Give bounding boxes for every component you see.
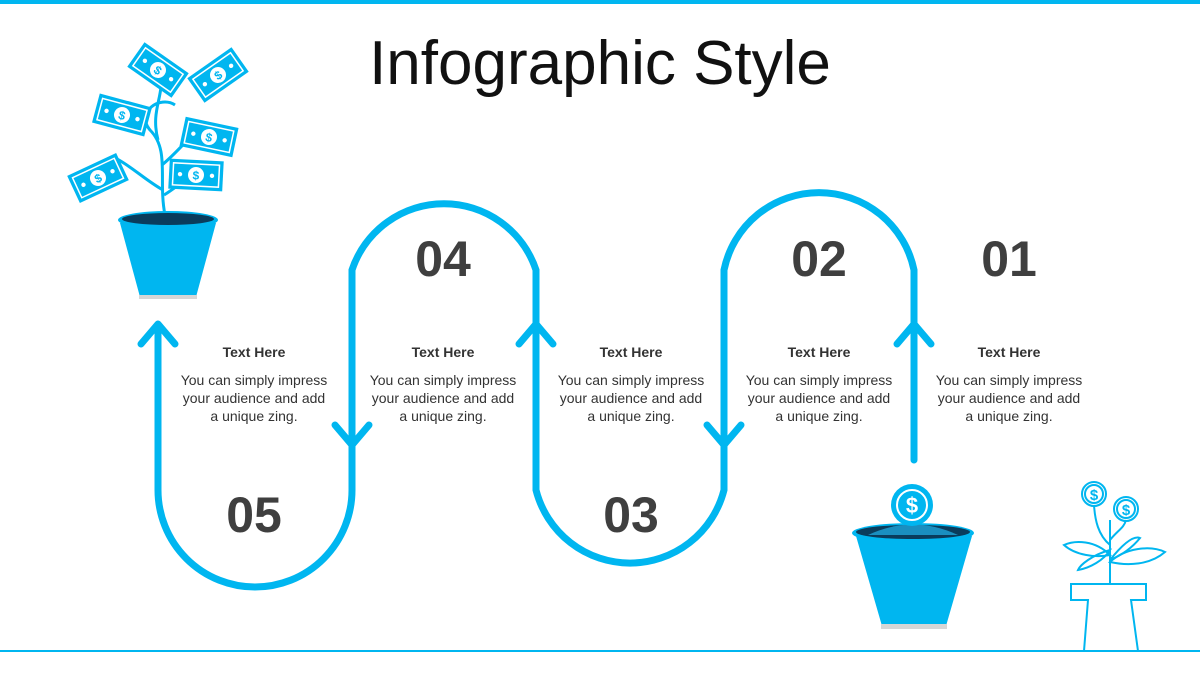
- page-title: Infographic Style: [369, 29, 831, 98]
- svg-text:$: $: [1122, 502, 1131, 519]
- step-heading: Text Here: [977, 344, 1041, 360]
- step-text-05: Text Here You can simply impress your au…: [179, 343, 329, 425]
- step-number: 01: [981, 231, 1037, 287]
- step-number: 04: [415, 231, 471, 287]
- money-tree-pot-icon: [66, 41, 250, 299]
- dollar-bill-icon: [66, 152, 130, 204]
- step-description: You can simply impress your audience and…: [935, 372, 1083, 424]
- svg-text:$: $: [906, 493, 918, 518]
- process-path: [154, 189, 918, 591]
- step-heading: Text Here: [599, 344, 663, 360]
- step-text-03: Text Here You can simply impress your au…: [556, 343, 706, 425]
- step-description: You can simply impress your audience and…: [745, 372, 893, 424]
- arrow-up-icon: [515, 320, 557, 348]
- step-text-01: Text Here You can simply impress your au…: [934, 343, 1084, 425]
- step-description: You can simply impress your audience and…: [180, 372, 328, 424]
- step-number: 03: [603, 487, 659, 543]
- step-description: You can simply impress your audience and…: [557, 372, 705, 424]
- arrow-down-icon: [331, 421, 373, 449]
- coin-plant-outline-icon: $ $: [1062, 481, 1167, 652]
- step-heading: Text Here: [222, 344, 286, 360]
- arrow-up-icon: [137, 320, 179, 348]
- step-text-02: Text Here You can simply impress your au…: [744, 343, 894, 425]
- arrow-up-icon: [893, 320, 935, 348]
- dollar-coin-icon: $: [891, 484, 933, 526]
- dollar-bill-icon: [167, 157, 225, 193]
- dollar-bill-icon: [186, 46, 250, 104]
- step-description: You can simply impress your audience and…: [369, 372, 517, 424]
- top-accent-bar: [0, 0, 1200, 4]
- step-text-04: Text Here You can simply impress your au…: [368, 343, 518, 425]
- dollar-bill-icon: [178, 115, 240, 159]
- coin-pot-icon: $: [852, 484, 974, 629]
- svg-text:$: $: [1090, 487, 1099, 504]
- step-number: 02: [791, 231, 847, 287]
- step-heading: Text Here: [787, 344, 851, 360]
- dollar-bill-icon: [126, 41, 190, 99]
- dollar-bill-icon: [91, 92, 153, 138]
- arrow-down-icon: [703, 421, 745, 449]
- step-heading: Text Here: [411, 344, 475, 360]
- step-number: 05: [226, 487, 282, 543]
